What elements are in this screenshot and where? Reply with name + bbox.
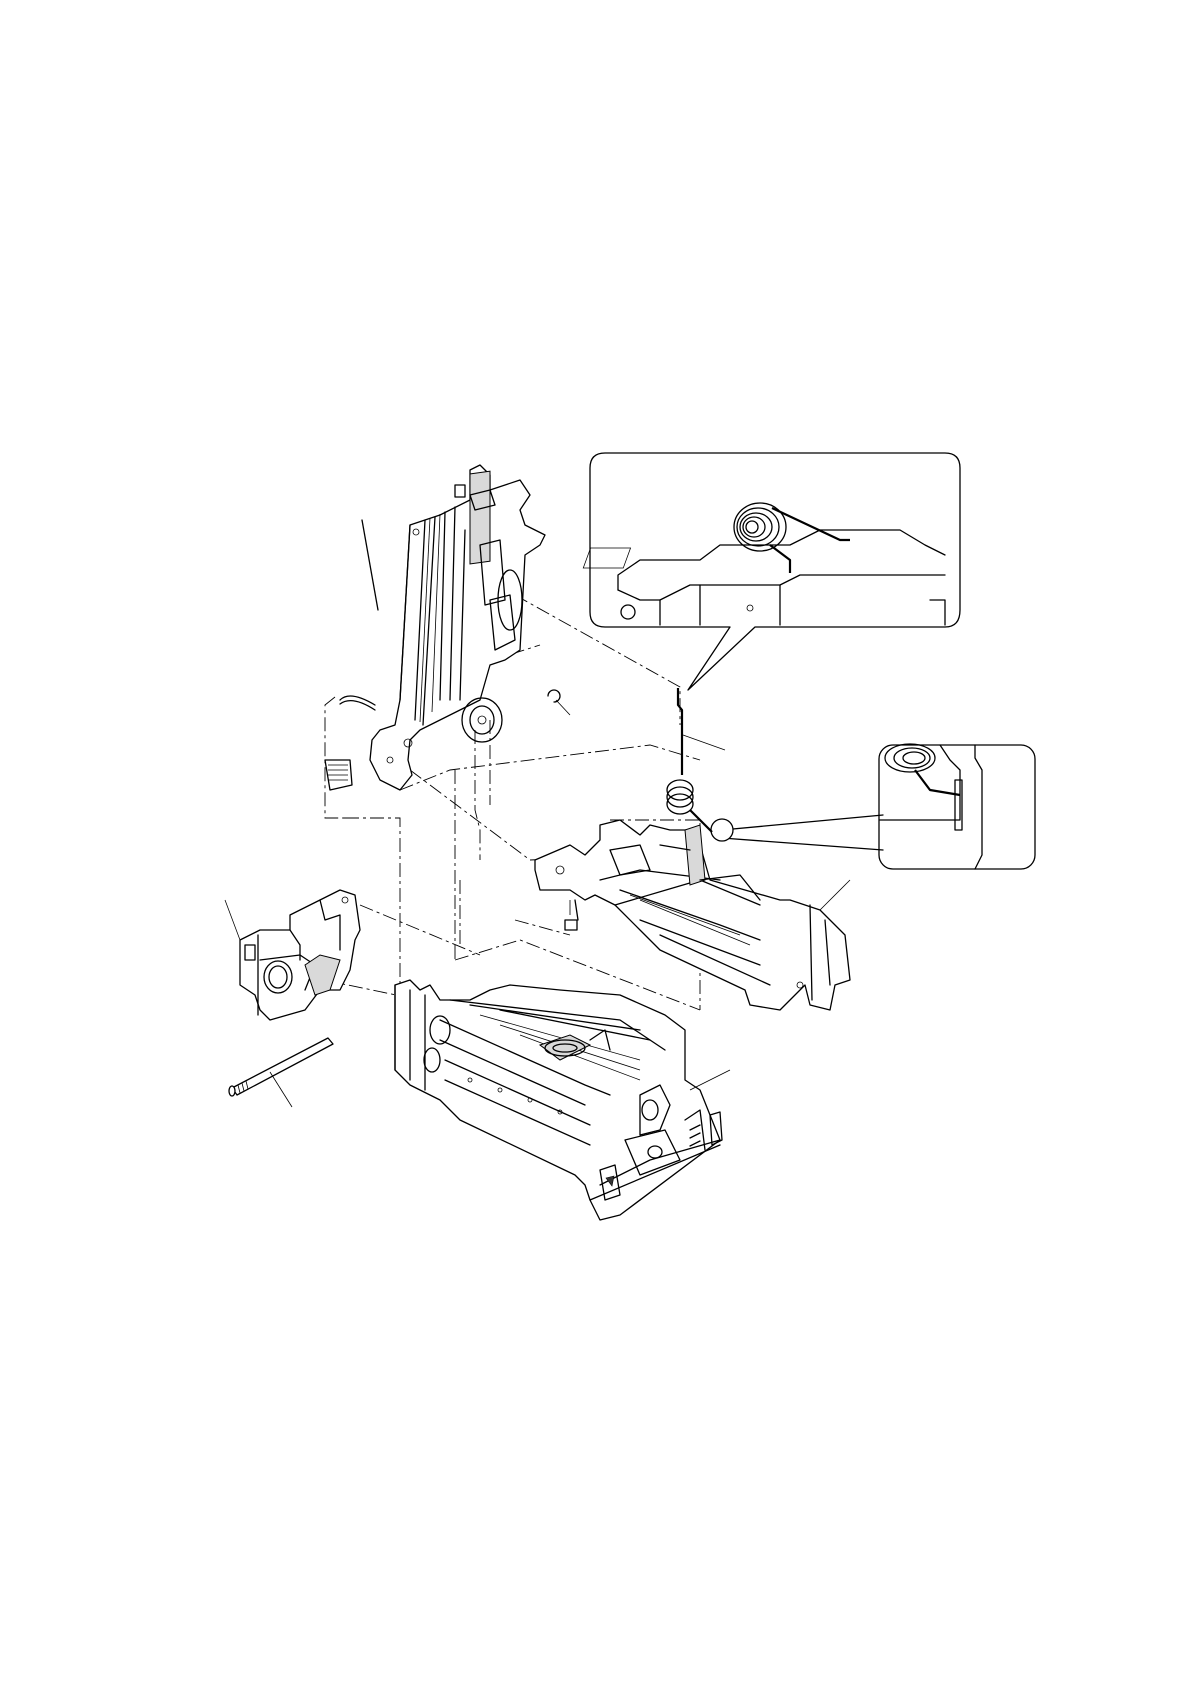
- snap-ring: [548, 690, 570, 715]
- left-side-frame: [225, 890, 360, 1020]
- shaft: [229, 1038, 333, 1107]
- torsion-spring: [667, 688, 725, 832]
- spring-hook-detail-right: [722, 744, 1035, 869]
- reference-circle: [711, 819, 733, 841]
- print-head-frame: [325, 465, 545, 790]
- spring-install-detail-top: [583, 453, 960, 690]
- main-mechanism-base: [395, 980, 730, 1220]
- paper-guide-unit: [535, 820, 850, 1010]
